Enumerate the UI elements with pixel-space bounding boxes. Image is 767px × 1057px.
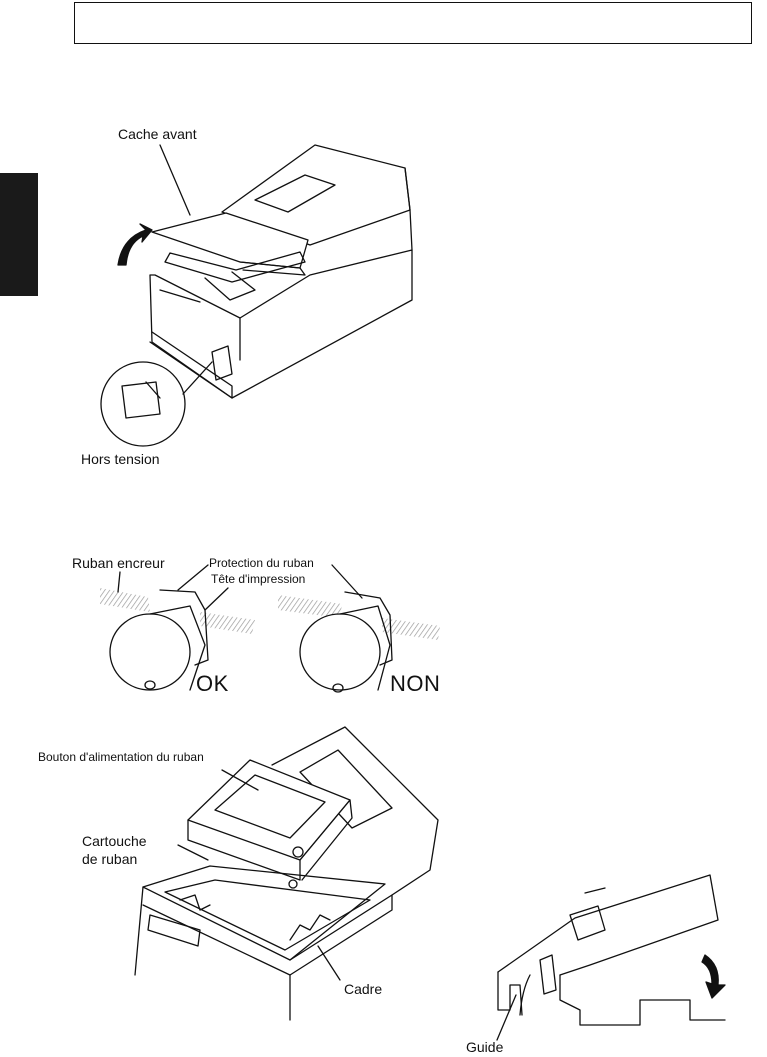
- printer-figure: [101, 145, 412, 446]
- protection-label: Protection du ruban: [209, 556, 314, 570]
- print-head-label: Tête d'impression: [211, 572, 306, 586]
- ribbon-label: Ruban encreur: [72, 555, 165, 571]
- feed-knob-label: Bouton d'alimentation du ruban: [38, 750, 204, 764]
- guide-figure: [497, 875, 725, 1040]
- cartridge-figure: [135, 727, 438, 1020]
- header-box: [74, 2, 752, 44]
- guide-label: Guide: [466, 1039, 504, 1055]
- ribbon-figure: [100, 565, 440, 692]
- frame-label: Cadre: [344, 981, 383, 997]
- power-off-label: Hors tension: [81, 451, 160, 467]
- cartridge-label-line2: de ruban: [82, 851, 138, 867]
- ok-label: OK: [196, 671, 229, 696]
- non-label: NON: [390, 671, 441, 696]
- cartridge-label-line1: Cartouche: [82, 833, 147, 849]
- cover-label: Cache avant: [118, 126, 197, 142]
- section-tab: [0, 173, 38, 296]
